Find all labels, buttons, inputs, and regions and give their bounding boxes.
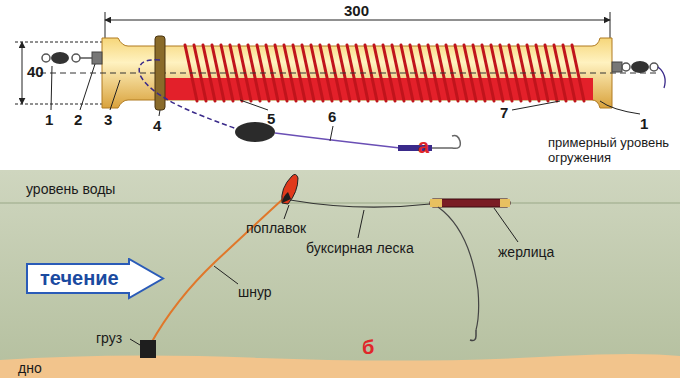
part-label: жерлица — [498, 244, 554, 260]
flow-label: течение — [40, 267, 119, 290]
callout-number: 7 — [500, 104, 508, 121]
callout-number: 5 — [267, 110, 275, 127]
swivel — [42, 52, 102, 64]
callout-number: 1 — [45, 111, 53, 128]
part-label: уровень воды — [26, 181, 115, 197]
part-label: дно — [18, 360, 42, 376]
panel-letter: а — [418, 135, 429, 158]
part-label: буксирная леска — [306, 240, 414, 256]
callout-number: 1 — [640, 115, 648, 132]
hook — [432, 136, 460, 149]
bottom — [0, 354, 680, 378]
dimension-line — [22, 42, 23, 104]
dimension-line — [105, 20, 610, 21]
dimension: 40 — [27, 63, 44, 80]
zherlitsa — [430, 199, 510, 207]
part-label: поплавок — [246, 220, 306, 236]
flow-arrow: течение — [26, 258, 163, 299]
ring — [155, 36, 165, 110]
part-label: шнур — [238, 284, 272, 300]
hook — [470, 330, 476, 341]
part-label: груз — [96, 330, 122, 346]
callout-number: 4 — [153, 117, 161, 134]
dimension: 300 — [344, 2, 369, 19]
weight — [140, 340, 156, 358]
callout-number: 6 — [328, 108, 336, 125]
tow-line — [290, 200, 430, 207]
note: примерный уровень огружения — [548, 136, 676, 166]
fishing-line — [438, 207, 479, 330]
callout-number: 3 — [104, 111, 112, 128]
panel-letter: б — [362, 336, 374, 359]
callout-number: 2 — [74, 111, 82, 128]
water — [0, 170, 680, 378]
float — [282, 174, 298, 204]
swivel — [612, 61, 665, 88]
